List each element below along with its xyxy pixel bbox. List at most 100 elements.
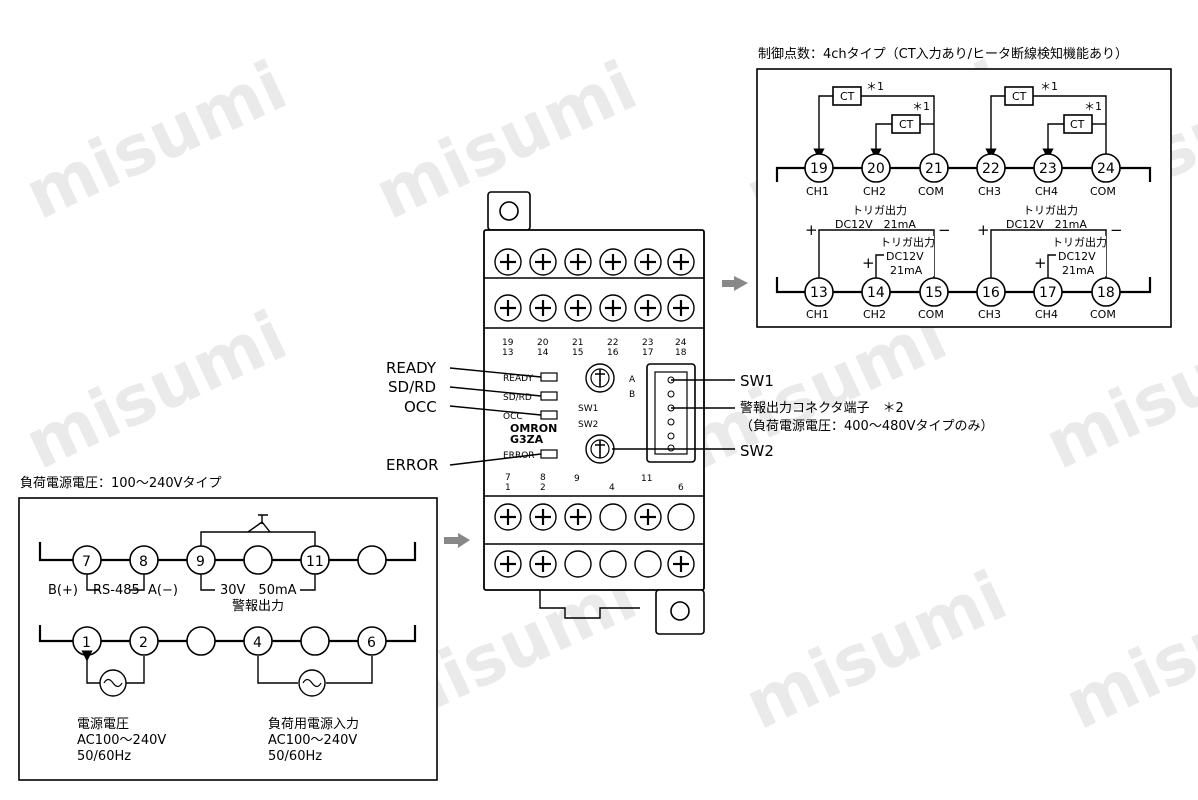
svg-text:警報出力: 警報出力 — [232, 598, 284, 614]
device-bottom-numbers: 71 82 9 4 11 6 — [505, 473, 684, 493]
row2-bus-line — [38, 625, 417, 643]
sw1-dial: SW1 A B — [578, 363, 636, 414]
svg-text:23: 23 — [1039, 161, 1057, 177]
svg-text:20: 20 — [537, 338, 549, 348]
svg-text:電源電圧: 電源電圧 — [77, 717, 129, 732]
callout-alarm-note: （負荷電源電圧：400〜480Vタイプのみ） — [740, 419, 994, 434]
svg-text:CH4: CH4 — [1035, 308, 1058, 321]
svg-text:21: 21 — [572, 338, 583, 348]
svg-text:8: 8 — [139, 554, 148, 570]
callout-sdrd: SD/RD — [388, 378, 436, 396]
brand-logo: OMRON — [510, 422, 557, 435]
svg-text:19: 19 — [810, 161, 828, 177]
svg-text:+: + — [1034, 254, 1047, 272]
callout-error: ERROR — [386, 456, 439, 474]
row1-bus-line — [38, 542, 417, 562]
led-label-sdrd: SD/RD — [503, 393, 532, 403]
bottom-terminal-row: 13 14 15 16 17 18 — [804, 277, 1121, 307]
svg-text:CH1: CH1 — [806, 185, 829, 198]
ct-label: CT — [840, 90, 855, 103]
note-mark: ＊1 — [1040, 80, 1058, 93]
svg-text:AC100〜240V: AC100〜240V — [77, 733, 166, 748]
ch4-panel-title: 制御点数：4chタイプ（CT入力あり/ヒータ断線検知機能あり） — [758, 46, 1128, 62]
svg-text:CH2: CH2 — [863, 185, 886, 198]
svg-text:4: 4 — [253, 635, 262, 651]
svg-text:13: 13 — [810, 285, 828, 301]
row1-terminals: 7 8 9 11 — [72, 545, 387, 575]
svg-text:CH1: CH1 — [806, 308, 829, 321]
left-panel-title: 負荷電源電圧：100〜240Vタイプ — [20, 476, 222, 491]
svg-text:6: 6 — [367, 635, 376, 651]
top-terminal-row: 19 20 21 22 23 24 — [804, 153, 1121, 183]
svg-text:16: 16 — [607, 348, 619, 358]
ct-label: CT — [899, 118, 914, 131]
led-occ — [540, 410, 558, 420]
svg-text:B(+): B(+) — [48, 583, 78, 598]
callout-sw1: SW1 — [740, 372, 774, 390]
watermark-text: misumi — [14, 47, 299, 236]
svg-text:トリガ出力: トリガ出力 — [1052, 235, 1107, 249]
svg-text:トリガ出力: トリガ出力 — [1023, 203, 1078, 217]
svg-text:1: 1 — [505, 483, 511, 493]
svg-text:15: 15 — [925, 285, 943, 301]
ct-label: CT — [1070, 118, 1085, 131]
svg-text:2: 2 — [139, 635, 148, 651]
alarm-connector — [646, 363, 696, 463]
watermark-text: misumi — [734, 557, 1019, 746]
load-100-240v-panel: 負荷電源電圧：100〜240Vタイプ 7 8 9 11 B(+) RS-485 … — [18, 476, 438, 781]
svg-text:50/60Hz: 50/60Hz — [77, 749, 131, 764]
svg-text:9: 9 — [196, 554, 205, 570]
svg-text:17: 17 — [1039, 285, 1057, 301]
ct-label: CT — [1012, 90, 1027, 103]
arrow-to-top-terminals — [722, 276, 748, 291]
svg-text:1: 1 — [82, 635, 91, 651]
bottom-channel-labels: CH1 CH2 COM CH3 CH4 COM — [806, 308, 1116, 321]
svg-text:21mA: 21mA — [1062, 264, 1095, 277]
svg-text:16: 16 — [982, 285, 1000, 301]
svg-text:11: 11 — [641, 474, 652, 484]
led-ready — [540, 372, 558, 382]
callout-occ: OCC — [404, 398, 437, 416]
svg-text:トリガ出力: トリガ出力 — [852, 203, 907, 217]
svg-text:21mA: 21mA — [890, 264, 923, 277]
svg-text:23: 23 — [642, 338, 653, 348]
svg-text:4: 4 — [609, 483, 615, 493]
svg-text:COM: COM — [918, 185, 944, 198]
watermark-text: misumi — [1054, 557, 1198, 746]
svg-text:11: 11 — [306, 554, 324, 570]
svg-text:19: 19 — [502, 338, 514, 348]
callout-ready: READY — [386, 359, 437, 377]
svg-text:RS-485: RS-485 — [93, 583, 140, 598]
svg-text:−: − — [938, 221, 951, 239]
svg-text:SW2: SW2 — [578, 420, 598, 430]
top-channel-labels: CH1 CH2 COM CH3 CH4 COM — [806, 185, 1116, 198]
svg-text:COM: COM — [1090, 308, 1116, 321]
sw2-dial: SW2 — [578, 420, 615, 464]
svg-text:20: 20 — [867, 161, 885, 177]
svg-text:DC12V: DC12V — [886, 250, 924, 263]
svg-text:負荷用電源入力: 負荷用電源入力 — [268, 717, 359, 732]
arrow-to-bottom-terminals — [444, 533, 470, 548]
led-sdrd — [540, 391, 558, 401]
svg-text:13: 13 — [502, 348, 513, 358]
svg-text:CH3: CH3 — [978, 308, 1001, 321]
ch4-wiring-panel: 制御点数：4chタイプ（CT入力あり/ヒータ断線検知機能あり） CT ＊1 CT… — [756, 46, 1172, 328]
svg-text:6: 6 — [678, 483, 684, 493]
watermark-text: misumi — [14, 297, 299, 486]
svg-text:21: 21 — [925, 161, 943, 177]
svg-text:DC12V: DC12V — [1058, 250, 1096, 263]
led-label-ready: READY — [503, 374, 534, 384]
svg-text:7: 7 — [505, 473, 511, 483]
svg-text:CH4: CH4 — [1035, 185, 1058, 198]
svg-text:30V 50mA: 30V 50mA — [220, 583, 297, 598]
svg-text:50/60Hz: 50/60Hz — [268, 749, 322, 764]
note-mark: ＊1 — [866, 80, 884, 93]
svg-text:14: 14 — [537, 348, 549, 358]
svg-text:22: 22 — [982, 161, 1000, 177]
top-bus-line — [775, 166, 1152, 182]
svg-text:COM: COM — [918, 308, 944, 321]
screw-row-bottom — [493, 549, 696, 579]
note-mark: ＊1 — [912, 100, 930, 113]
svg-text:DC12V 21mA: DC12V 21mA — [1006, 218, 1087, 231]
